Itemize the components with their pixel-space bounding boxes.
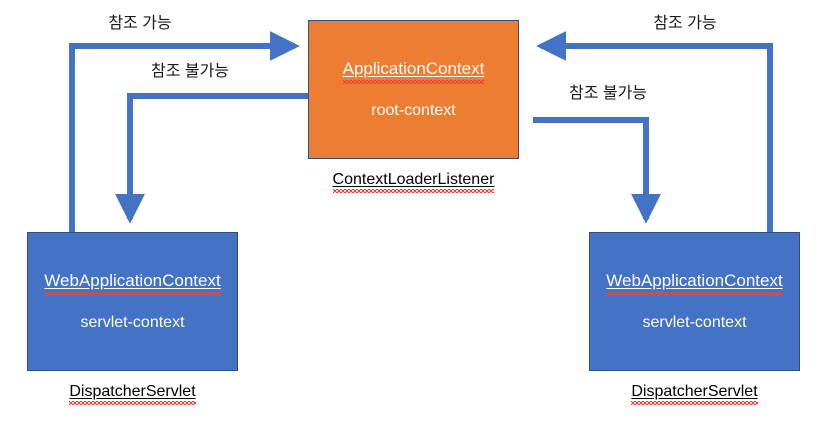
edge-label-right-reference-possible: 참조 가능 xyxy=(653,15,717,32)
caption-left-dispatcher-servlet-text: DispatcherServlet xyxy=(69,383,196,400)
node-title-left-web-application-context: WebApplicationContext xyxy=(44,271,222,296)
caption-left-dispatcher-servlet: DispatcherServlet xyxy=(27,382,238,401)
caption-context-loader-listener-text: ContextLoaderListener xyxy=(332,171,495,188)
arrow-root-to-left-servlet xyxy=(115,93,308,224)
edge-label-left-reference-possible: 참조 가능 xyxy=(108,15,172,32)
arrow-right-servlet-to-root xyxy=(536,31,773,232)
node-title-right-web-application-context: WebApplicationContext xyxy=(606,271,784,296)
node-subtitle-left-servlet-context: servlet-context xyxy=(80,314,185,331)
edge-label-left-reference-impossible: 참조 불가능 xyxy=(150,63,230,80)
edge-label-right-reference-impossible: 참조 불가능 xyxy=(568,85,648,102)
caption-right-dispatcher-servlet-text: DispatcherServlet xyxy=(631,383,758,400)
caption-context-loader-listener: ContextLoaderListener xyxy=(308,170,519,189)
arrow-root-to-right-servlet xyxy=(533,117,661,224)
node-left-web-application-context[interactable]: WebApplicationContext servlet-context xyxy=(27,232,238,371)
node-subtitle-root-context: root-context xyxy=(371,102,456,119)
node-subtitle-right-servlet-context: servlet-context xyxy=(642,314,747,331)
caption-right-dispatcher-servlet: DispatcherServlet xyxy=(589,382,800,401)
node-title-application-context: ApplicationContext xyxy=(342,59,485,84)
node-application-context[interactable]: ApplicationContext root-context xyxy=(308,20,519,159)
arrow-left-servlet-to-root xyxy=(69,31,300,232)
node-right-web-application-context[interactable]: WebApplicationContext servlet-context xyxy=(589,232,800,371)
